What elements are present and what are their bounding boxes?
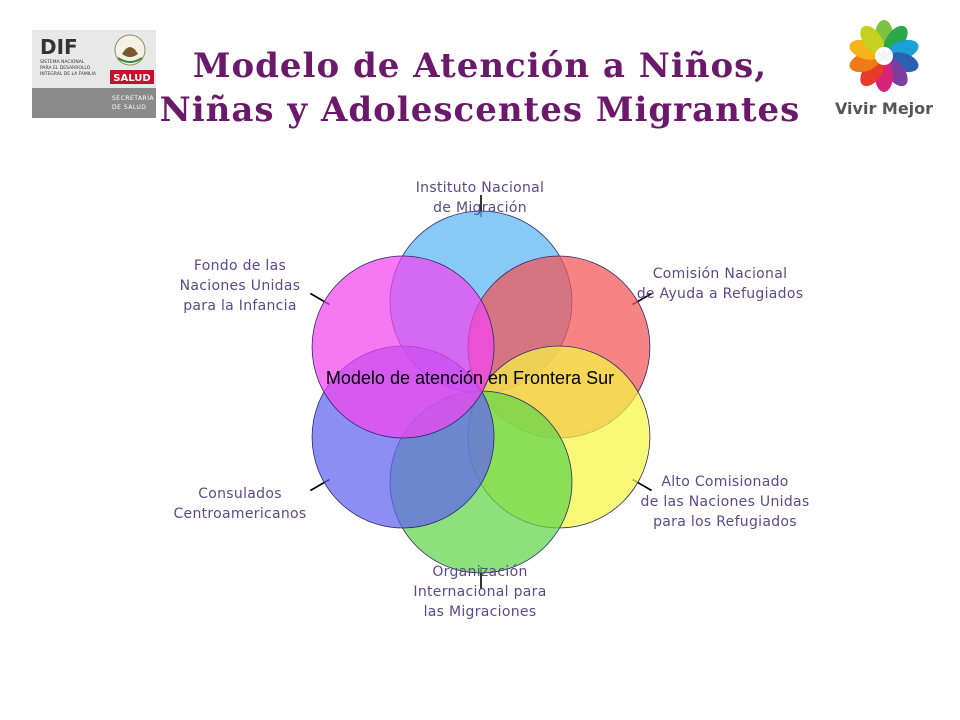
- dif-logo-text: DIF: [40, 35, 78, 59]
- label-line: de las Naciones Unidas: [640, 494, 810, 510]
- label-line: de Migración: [433, 200, 527, 216]
- label-line: para la Infancia: [183, 298, 297, 314]
- label-line: Centroamericanos: [173, 506, 307, 522]
- label-line: las Migraciones: [423, 604, 537, 620]
- secretaria-line-2: DE SALUD: [112, 104, 146, 111]
- dif-sub-line-2: PARA EL DESARROLLO: [40, 65, 91, 71]
- petal-fondo-de-las-naciones-unidas-para-la-infancia: [311, 255, 495, 439]
- dif-sub-line-3: INTEGRAL DE LA FAMILIA: [40, 71, 97, 77]
- label-line: Fondo de las: [193, 258, 287, 274]
- vivir-mejor-text: Vivir Mejor: [835, 99, 933, 118]
- page-title-line-1: Modelo de Atención a Niños,: [192, 46, 768, 86]
- label-line: Alto Comisionado: [661, 474, 789, 490]
- page-title-line-2: Niñas y Adolescentes Migrantes: [159, 90, 801, 130]
- flower-icon: [849, 20, 919, 92]
- secretaria-line-1: SECRETARÍA: [112, 95, 154, 102]
- label-line: Naciones Unidas: [179, 278, 301, 294]
- label-instituto-nacional-migracion: Instituto Nacional de Migración: [380, 178, 580, 218]
- label-consulados-centroamericanos: Consulados Centroamericanos: [140, 484, 340, 524]
- dif-salud-logo: DIF SISTEMA NACIONAL PARA EL DESARROLLO …: [32, 30, 156, 118]
- dif-sub-line-1: SISTEMA NACIONAL: [40, 59, 85, 65]
- label-line: Internacional para: [413, 584, 547, 600]
- label-line: de Ayuda a Refugiados: [636, 286, 804, 302]
- salud-logo-text: SALUD: [113, 73, 150, 84]
- label-line: Instituto Nacional: [415, 180, 545, 196]
- page-title: Modelo de Atención a Niños, Niñas y Adol…: [120, 44, 840, 132]
- label-line: para los Refugiados: [653, 514, 797, 530]
- vivir-mejor-logo: Vivir Mejor: [835, 20, 933, 118]
- label-line: Comisión Nacional: [652, 266, 788, 282]
- label-comision-nacional-refugiados: Comisión Nacional de Ayuda a Refugiados: [614, 264, 826, 304]
- diagram-center-label: Modelo de atención en Frontera Sur: [325, 368, 615, 388]
- label-alto-comisionado-refugiados: Alto Comisionado de las Naciones Unidas …: [620, 472, 830, 532]
- label-line: Organización: [432, 564, 528, 580]
- label-organizacion-internacional-migraciones: Organización Internacional para las Migr…: [380, 562, 580, 622]
- label-fondo-naciones-unidas-infancia: Fondo de las Naciones Unidas para la Inf…: [140, 256, 340, 316]
- mexico-seal-icon: [114, 34, 146, 66]
- diagram-petals: [311, 210, 651, 574]
- label-line: Consulados: [198, 486, 282, 502]
